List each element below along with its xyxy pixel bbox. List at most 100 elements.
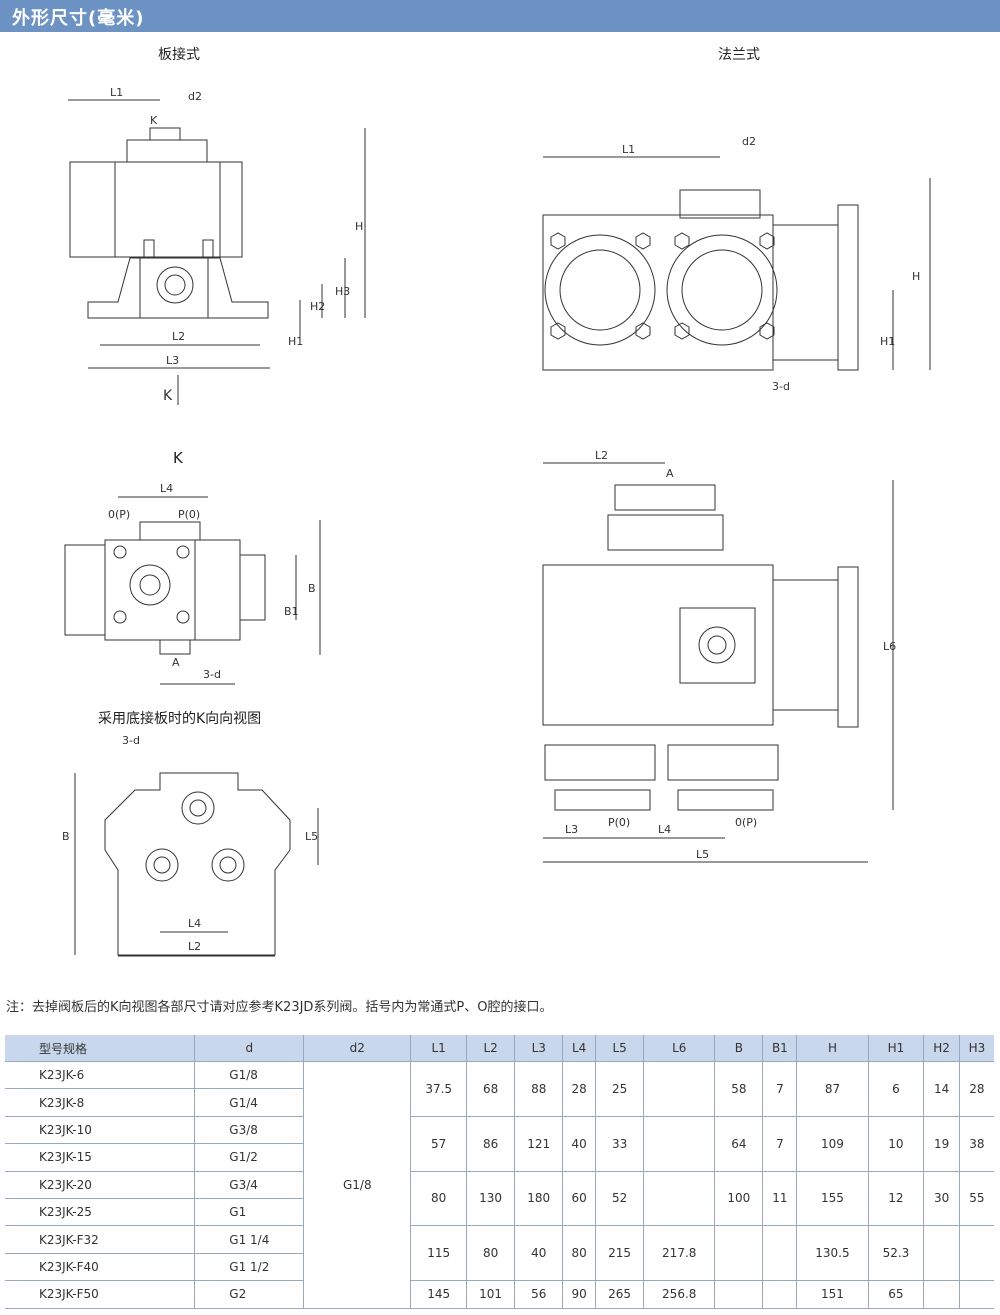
flange-type-title: 法兰式 [718, 47, 760, 63]
flange-dim-3d: 3-d [772, 380, 790, 393]
table-row: K23JK-20 G3/4 80 130 180 60 52 100 11 15… [5, 1171, 994, 1227]
value-cell: 60 [562, 1171, 596, 1227]
value-cell: 64 [714, 1116, 763, 1172]
dim-H3: H3 [335, 285, 350, 298]
value-cell: 80 [562, 1225, 596, 1282]
technical-drawings: L1 d2 K H H3 H2 H1 L2 L3 K L1 d2 H H1 3-… [62, 86, 931, 957]
side-port-P0: P(0) [608, 816, 630, 829]
value-cell: 58 [714, 1061, 763, 1117]
flange-dim-H1: H1 [880, 335, 895, 348]
table-row: K23JK-F50 G2 145 101 56 90 265 256.8 151… [5, 1280, 994, 1309]
value-cell: 28 [562, 1061, 596, 1117]
d-cell: G1 1/4 [194, 1225, 304, 1254]
side-dim-L3: L3 [565, 823, 578, 836]
col-header: L5 [595, 1035, 644, 1062]
spec-table-header-row: 型号规格 d d2 L1 L2 L3 L4 L5 L6 B B1 H H1 H2… [5, 1035, 994, 1062]
plate-type-title: 板接式 [158, 47, 200, 63]
model-cell: K23JK-F40 [5, 1253, 195, 1282]
value-cell: 19 [923, 1116, 960, 1172]
value-cell: 38 [958, 1116, 994, 1172]
value-cell [762, 1225, 797, 1282]
value-cell [958, 1280, 994, 1309]
k-view-base-drawing [74, 772, 319, 957]
value-cell [714, 1225, 763, 1282]
value-cell: 40 [514, 1225, 563, 1282]
table-row: K23JK-8 G1/4 [5, 1088, 994, 1117]
flange-dim-d2: d2 [742, 135, 756, 148]
value-cell: 55 [958, 1171, 994, 1227]
col-header: H [796, 1035, 869, 1062]
col-header: H1 [867, 1035, 924, 1062]
d-cell: G1 1/2 [194, 1253, 304, 1282]
dim-H2: H2 [310, 300, 325, 313]
model-cell: K23JK-8 [5, 1088, 195, 1117]
k-arrow-label: K [163, 388, 173, 404]
col-header: B [714, 1035, 763, 1062]
col-header: B1 [762, 1035, 797, 1062]
k-dim-B: B [308, 582, 316, 595]
flange-type-drawing [542, 156, 931, 371]
d2-cell: G1/8 [303, 1061, 411, 1309]
value-cell [762, 1280, 797, 1309]
value-cell: 14 [923, 1061, 960, 1117]
value-cell: 80 [466, 1225, 515, 1282]
model-cell: K23JK-6 [5, 1061, 195, 1090]
model-cell: K23JK-F50 [5, 1280, 195, 1309]
section-header: 外形尺寸(毫米) [0, 0, 1000, 32]
value-cell: 88 [514, 1061, 563, 1117]
model-cell: K23JK-25 [5, 1198, 195, 1227]
value-cell: 87 [796, 1061, 869, 1117]
value-cell: 256.8 [643, 1280, 715, 1309]
section-title: 外形尺寸(毫米) [12, 8, 145, 29]
col-header: L1 [410, 1035, 467, 1062]
d-cell: G1/4 [194, 1088, 304, 1117]
d-cell: G2 [194, 1280, 304, 1309]
value-cell: 57 [410, 1116, 467, 1172]
flange-dim-L1: L1 [622, 143, 635, 156]
value-cell [643, 1061, 715, 1117]
d-cell: G1/8 [194, 1061, 304, 1090]
value-cell: 68 [466, 1061, 515, 1117]
dim-H1: H1 [288, 335, 303, 348]
col-header: L2 [466, 1035, 515, 1062]
value-cell: 10 [867, 1116, 924, 1172]
side-dim-L5: L5 [696, 848, 709, 861]
dim-d2: d2 [188, 90, 202, 103]
d-cell: G1/2 [194, 1143, 304, 1172]
col-header: d2 [303, 1035, 411, 1062]
side-dim-L4: L4 [658, 823, 671, 836]
value-cell: 30 [923, 1171, 960, 1227]
k-view-title: K [173, 449, 183, 467]
value-cell: 28 [958, 1061, 994, 1117]
value-cell: 7 [762, 1061, 797, 1117]
side-dim-A: A [666, 467, 674, 480]
base-dim-L2: L2 [188, 940, 201, 953]
d-cell: G3/8 [194, 1116, 304, 1145]
col-header: L4 [562, 1035, 596, 1062]
dim-H: H [355, 220, 363, 233]
table-row: K23JK-25 G1 [5, 1198, 994, 1227]
base-dim-L4: L4 [188, 917, 201, 930]
k-dim-B1: B1 [284, 605, 299, 618]
k-view-drawing [64, 496, 321, 685]
d-cell: G1 [194, 1198, 304, 1227]
value-cell: 101 [466, 1280, 515, 1309]
k-view-base-title: 采用底接板时的K向向视图 [98, 711, 262, 727]
table-row: K23JK-6 G1/8 G1/8 37.5 68 88 28 25 58 7 … [5, 1061, 994, 1309]
value-cell [923, 1225, 960, 1282]
k-dim-L4: L4 [160, 482, 173, 495]
col-header: L3 [514, 1035, 563, 1062]
base-dim-L5: L5 [305, 830, 318, 843]
value-cell: 100 [714, 1171, 763, 1227]
value-cell [714, 1280, 763, 1309]
value-cell [643, 1116, 715, 1172]
model-cell: K23JK-15 [5, 1143, 195, 1172]
k-port-OP: 0(P) [108, 508, 130, 521]
dim-L3: L3 [166, 354, 179, 367]
value-cell [643, 1171, 715, 1227]
value-cell: 90 [562, 1280, 596, 1309]
value-cell: 56 [514, 1280, 563, 1309]
table-row: K23JK-F40 G1 1/2 [5, 1253, 994, 1282]
table-row: K23JK-F32 G1 1/4 115 80 40 80 215 217.8 … [5, 1225, 994, 1282]
value-cell: 215 [595, 1225, 644, 1282]
